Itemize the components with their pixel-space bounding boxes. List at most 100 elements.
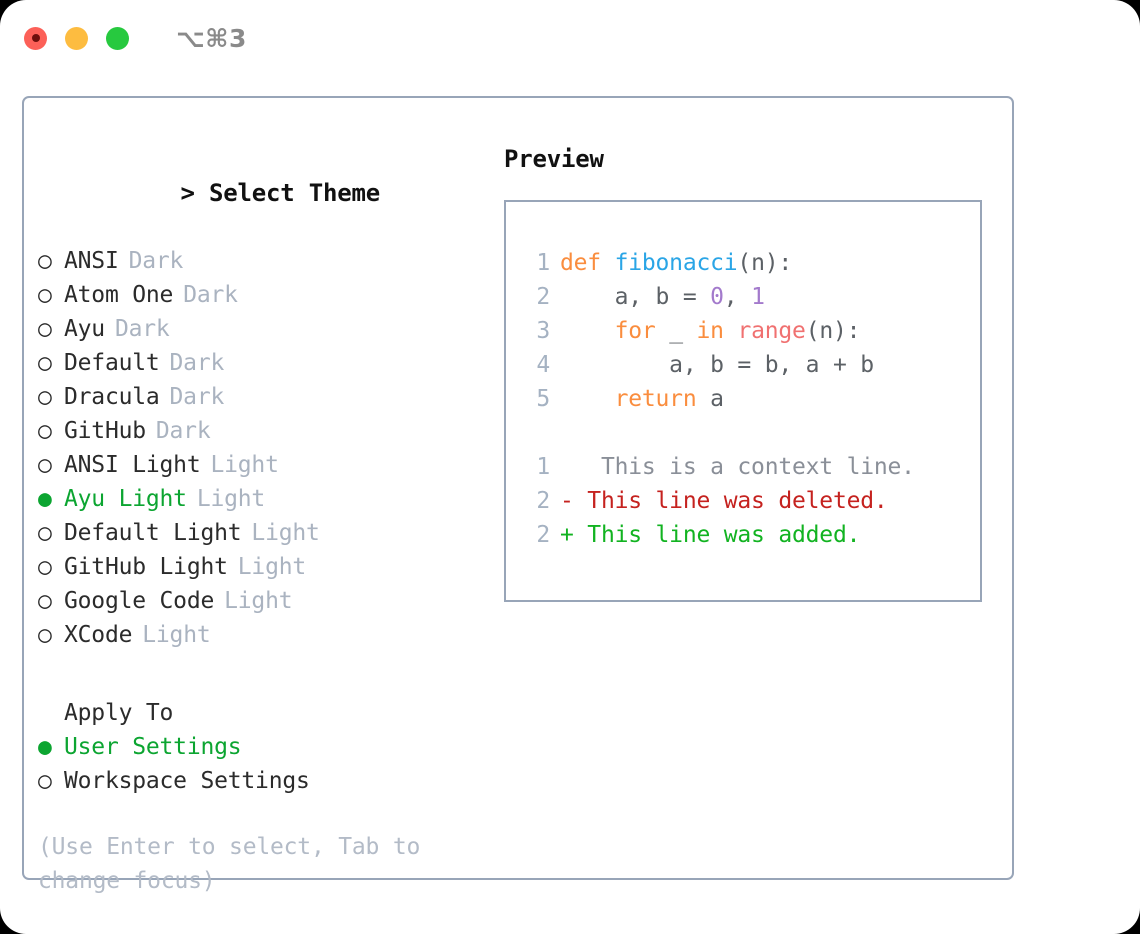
diff-line-number: 1 [536, 454, 550, 480]
code-token-plain [724, 318, 738, 344]
traffic-light-buttons [24, 26, 129, 50]
diff-line-number: 2 [536, 522, 550, 548]
radio-selected-icon: ● [38, 734, 52, 760]
apply-to-option-label: User Settings [64, 734, 242, 760]
radio-unselected-icon: ○ [38, 384, 52, 410]
apply-to-option-user-settings[interactable]: ● User Settings [38, 730, 494, 764]
diff-line-added: 2 + This line was added. [522, 518, 980, 552]
theme-option-xcode[interactable]: ○ XCode Light [38, 618, 494, 652]
select-theme-title: Select Theme [209, 179, 380, 207]
radio-unselected-icon: ○ [38, 452, 52, 478]
keyboard-hint-text: (Use Enter to select, Tab to change focu… [38, 834, 434, 894]
theme-option-label: GitHub Light [64, 554, 228, 580]
theme-option-ansi-light[interactable]: ○ ANSI Light Light [38, 448, 494, 482]
code-token-number: 1 [751, 284, 765, 310]
code-token-plain: a [696, 386, 724, 412]
radio-unselected-icon: ○ [38, 282, 52, 308]
code-line-content: return a [560, 382, 724, 416]
code-line-number: 5 [536, 386, 550, 412]
diff-line-deleted: 2 - This line was deleted. [522, 484, 980, 518]
theme-variant-label: Dark [169, 384, 225, 410]
radio-unselected-icon: ○ [38, 316, 52, 342]
theme-option-label: Google Code [64, 588, 215, 614]
code-line-content: a, b = 0, 1 [560, 280, 765, 314]
code-token-number: 0 [710, 284, 724, 310]
code-token-plain: , [723, 284, 752, 310]
theme-variant-label: Light [210, 452, 279, 478]
diff-line-content: + This line was added. [560, 522, 861, 548]
code-token-plain [560, 386, 615, 412]
theme-variant-label: Dark [155, 418, 211, 444]
minimize-window-button[interactable] [65, 26, 88, 50]
apply-to-option-label: Workspace Settings [64, 768, 310, 794]
theme-option-label: Default [64, 350, 160, 376]
code-token-plain: a, b = [560, 284, 711, 310]
theme-option-ansi[interactable]: ○ ANSI Dark [38, 244, 494, 278]
code-token-plain: _ [655, 318, 697, 344]
code-line: 1 def fibonacci(n): [522, 246, 980, 280]
code-token-plain: (n): [805, 318, 861, 344]
code-line-number: 2 [536, 284, 550, 310]
theme-variant-label: Light [142, 622, 211, 648]
radio-unselected-icon: ○ [38, 588, 52, 614]
diff-line-context: 1 This is a context line. [522, 450, 980, 484]
theme-variant-label: Light [251, 520, 320, 546]
code-line: 3 for _ in range(n): [522, 314, 980, 348]
theme-variant-label: Light [237, 554, 307, 580]
code-line-content: for _ in range(n): [560, 314, 861, 348]
radio-unselected-icon: ○ [38, 622, 52, 648]
theme-option-label: Ayu Light [64, 486, 187, 512]
apply-to-option-workspace-settings[interactable]: ○ Workspace Settings [38, 764, 494, 798]
theme-variant-label: Dark [128, 248, 184, 274]
recording-indicator-icon [31, 34, 40, 42]
radio-unselected-icon: ○ [38, 768, 52, 794]
diff-line-content: - This line was deleted. [560, 488, 888, 514]
theme-option-ayu[interactable]: ○ Ayu Dark [38, 312, 494, 346]
select-theme-heading: > Select Theme [38, 142, 494, 244]
code-token-plain [560, 318, 615, 344]
preview-heading: Preview [504, 145, 604, 173]
radio-unselected-icon: ○ [38, 520, 52, 546]
code-line-number: 3 [536, 318, 550, 344]
code-line-content: def fibonacci(n): [560, 246, 792, 280]
keyboard-shortcut-label: ⌥⌘3 [176, 23, 247, 53]
theme-variant-label: Dark [169, 350, 225, 376]
theme-option-label: ANSI Light [64, 452, 201, 478]
code-token-function: fibonacci [614, 250, 738, 276]
theme-option-label: ANSI [64, 248, 119, 274]
title-bar: ⌥⌘3 [0, 0, 1140, 76]
code-line: 5 return a [522, 382, 980, 416]
theme-variant-label: Light [196, 486, 266, 512]
theme-option-google-code[interactable]: ○ Google Code Light [38, 584, 494, 618]
theme-option-github-light[interactable]: ○ GitHub Light Light [38, 550, 494, 584]
maximize-window-button[interactable] [106, 26, 129, 50]
code-token-plain: a, b = b, a + b [560, 352, 874, 378]
radio-unselected-icon: ○ [38, 554, 52, 580]
diff-line-content: This is a context line. [560, 454, 915, 480]
theme-variant-label: Light [224, 588, 293, 614]
code-token-keyword: for [614, 318, 656, 344]
radio-unselected-icon: ○ [38, 248, 52, 274]
close-window-button[interactable] [24, 26, 47, 50]
theme-option-label: Atom One [64, 282, 174, 308]
theme-option-label: XCode [64, 622, 133, 648]
diff-line-number: 2 [536, 488, 550, 514]
code-line-number: 1 [536, 250, 550, 276]
theme-option-label: Ayu [64, 316, 105, 342]
code-token-keyword: in [696, 318, 724, 344]
code-line: 2 a, b = 0, 1 [522, 280, 980, 314]
code-diff-separator [522, 416, 980, 450]
theme-variant-label: Dark [114, 316, 170, 342]
